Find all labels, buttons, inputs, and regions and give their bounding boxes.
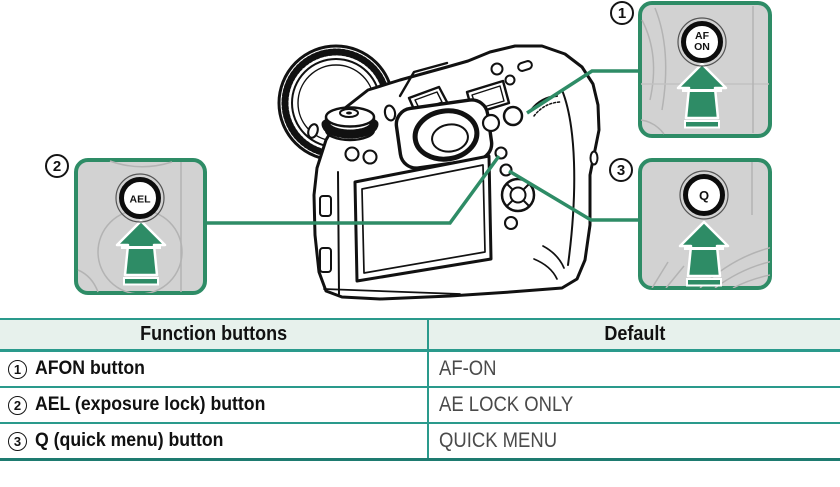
svg-text:ON: ON [694, 41, 710, 53]
circled-number-1: 1 [610, 1, 634, 25]
top-fn-button [517, 60, 533, 72]
top-button [490, 62, 504, 76]
row-value: AE LOCK ONLY [439, 393, 574, 416]
table-row: 1 AFON button AF-ON [0, 352, 840, 388]
circled-number-2: 2 [45, 154, 69, 178]
svg-text:2: 2 [53, 158, 61, 175]
camera-illustration [277, 44, 601, 301]
top-button [504, 74, 516, 86]
row-label: Q (quick menu) button [35, 430, 224, 451]
callout-line-2 [203, 154, 501, 225]
table-header-function-buttons: Function buttons [0, 320, 427, 349]
callout-line-3 [508, 169, 643, 222]
camera-button-diagram: AF ON 1 AEL [45, 1, 772, 301]
row-label: AEL (exposure lock) button [35, 394, 266, 415]
callout-line-1 [526, 69, 643, 115]
afon-button-on-camera [502, 105, 524, 127]
row-value: QUICK MENU [439, 429, 558, 452]
rear-lower-button [503, 215, 519, 231]
q-button-magnified: Q [679, 170, 729, 220]
row-label: AFON button [35, 358, 145, 379]
callout-box-q: Q 3 [609, 158, 772, 290]
top-oval-button [383, 104, 397, 122]
ael-button-magnified: AEL [115, 173, 165, 223]
front-button [344, 146, 360, 162]
focus-stick [500, 177, 536, 213]
circled-number-3: 3 [609, 158, 633, 182]
afon-button-magnified: AF ON [677, 17, 727, 67]
table-header-label: Function buttons [140, 323, 287, 345]
table-row: 2 AEL (exposure lock) button AE LOCK ONL… [0, 388, 840, 424]
svg-text:AEL: AEL [130, 194, 152, 206]
front-button [362, 149, 378, 165]
function-buttons-table: Function buttons Default 1 AFON button A… [0, 318, 840, 461]
callout-box-ael: AEL 2 [45, 154, 207, 295]
circled-number-badge: 1 [8, 359, 27, 379]
diopter-dial [481, 113, 501, 133]
lcd-screen [353, 154, 493, 283]
svg-text:3: 3 [617, 162, 625, 179]
svg-text:1: 1 [618, 5, 626, 22]
table-header-default: Default [427, 320, 840, 349]
strap-lug [307, 123, 319, 139]
table-header-row: Function buttons Default [0, 318, 840, 352]
circled-number-badge: 3 [8, 431, 27, 451]
svg-text:AF: AF [695, 30, 710, 42]
viewfinder-eyecup [394, 98, 494, 170]
table-row: 3 Q (quick menu) button QUICK MENU [0, 424, 840, 461]
table-header-label: Default [603, 323, 666, 345]
strap-lug [589, 150, 599, 166]
mode-dial [321, 106, 379, 142]
callout-box-afon: AF ON 1 [610, 1, 772, 138]
circled-number-badge: 2 [8, 395, 27, 415]
svg-text:Q: Q [699, 188, 709, 203]
row-value: AF-ON [439, 357, 497, 380]
